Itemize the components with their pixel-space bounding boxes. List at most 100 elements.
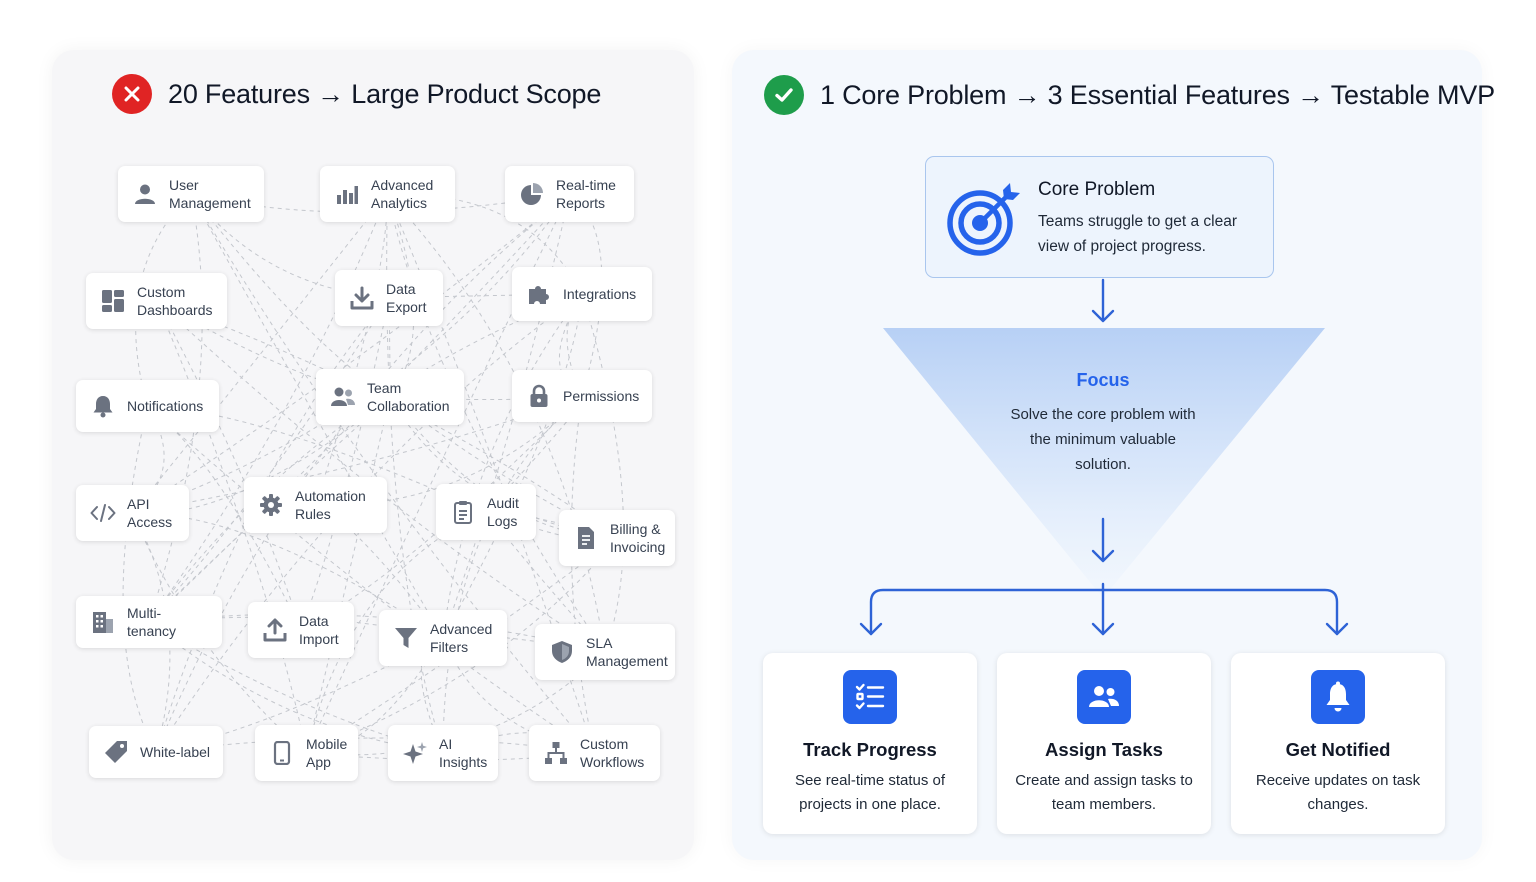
feature-label: Multi-tenancy xyxy=(127,605,177,639)
feature-label: Data Import xyxy=(299,613,339,647)
feature-label: Advanced Filters xyxy=(430,621,493,655)
feature-label: White-label xyxy=(140,744,211,760)
feature-card-track-progress: Track Progress See real-time status of p… xyxy=(763,653,977,834)
connection-line xyxy=(386,193,444,754)
team-icon xyxy=(330,384,356,410)
feature-card-mobile-app: Mobile App xyxy=(255,725,358,781)
feature-card-get-notified: Get Notified Receive updates on task cha… xyxy=(1231,653,1445,834)
connection-line xyxy=(387,193,606,653)
feature-label: Advanced Analytics xyxy=(371,177,434,211)
feature-card-notifications: Notifications xyxy=(76,380,219,432)
feature-label: User Management xyxy=(169,177,251,211)
feature-label: Custom Dashboards xyxy=(137,284,213,318)
feature-card-advanced-filters: Advanced Filters xyxy=(379,610,507,666)
connection-line xyxy=(148,193,388,623)
connection-line xyxy=(190,193,595,754)
connection-line xyxy=(155,297,390,753)
feature-card-custom-workflows: Custom Workflows xyxy=(529,725,660,781)
connection-line xyxy=(132,193,570,514)
feature-title: Track Progress xyxy=(803,739,937,760)
feature-label: AI Insights xyxy=(439,736,488,770)
feature-card-team-collaboration: Team Collaboration xyxy=(316,369,464,425)
connection-line xyxy=(387,193,606,653)
puzzle-icon xyxy=(526,281,552,307)
connection-line xyxy=(156,300,302,631)
connection-line xyxy=(306,651,606,756)
branch-arrow-left xyxy=(859,622,883,636)
check-circle-icon xyxy=(764,75,804,115)
core-problem-text: Teams struggle to get a clear view of pr… xyxy=(1038,213,1238,255)
feature-label: Custom Workflows xyxy=(580,736,645,770)
feature-label: Integrations xyxy=(563,286,637,302)
connection-line xyxy=(315,395,583,506)
feature-card-advanced-analytics: Advanced Analytics xyxy=(320,166,455,222)
download-icon xyxy=(349,285,375,311)
feature-title: Get Notified xyxy=(1285,739,1391,760)
upload-icon xyxy=(262,617,288,643)
feature-label: Billing & Invoicing xyxy=(610,521,666,555)
feature-label: Data Export xyxy=(386,281,427,315)
feature-card-assign-tasks: Assign Tasks Create and assign tasks to … xyxy=(997,653,1211,834)
connection-line xyxy=(315,193,389,506)
branch-arrow-right xyxy=(1325,622,1349,636)
feature-card-integrations: Integrations xyxy=(512,267,652,321)
connection-line xyxy=(132,193,388,514)
connection-line xyxy=(155,737,595,754)
left-title: 20 Features → Large Product Scope xyxy=(112,74,601,114)
phone-icon xyxy=(269,740,295,766)
connection-line xyxy=(306,511,487,754)
checklist-icon xyxy=(843,670,897,724)
feature-title: Assign Tasks xyxy=(1045,739,1163,760)
feature-card-custom-dashboards: Custom Dashboards xyxy=(86,273,227,329)
feature-card-billing-invoicing: Billing & Invoicing xyxy=(559,510,675,566)
building-icon xyxy=(90,609,116,635)
bar-chart-icon xyxy=(334,181,360,207)
workflow-icon xyxy=(543,740,569,766)
connection-line xyxy=(132,512,307,754)
bell-icon xyxy=(1311,670,1365,724)
feature-label: Mobile App xyxy=(306,736,348,770)
focus-title: Focus xyxy=(1076,370,1130,390)
right-title-text: 1 Core Problem → 3 Essential Features → … xyxy=(820,79,1495,110)
connection-line xyxy=(156,300,307,754)
feature-label: Permissions xyxy=(563,388,640,404)
connection-line xyxy=(442,193,570,639)
feature-label: Audit Logs xyxy=(487,495,519,529)
target-icon xyxy=(947,183,1020,256)
feature-description: See real-time status of projects in one … xyxy=(794,772,946,813)
tag-icon xyxy=(103,739,129,765)
left-title-text: 20 Features → Large Product Scope xyxy=(168,78,602,109)
bell-icon xyxy=(90,393,116,419)
connection-line xyxy=(148,621,444,754)
connection-line xyxy=(442,293,583,639)
pie-chart-icon xyxy=(519,181,545,207)
lock-icon xyxy=(526,383,552,409)
sparkle-icon xyxy=(402,740,428,766)
feature-card-data-import: Data Import xyxy=(248,602,354,658)
connection-line xyxy=(442,395,583,754)
connection-line xyxy=(156,300,606,653)
filter-icon xyxy=(393,625,419,651)
right-title: 1 Core Problem → 3 Essential Features → … xyxy=(764,75,1495,115)
core-problem-title: Core Problem xyxy=(1038,179,1156,200)
feature-card-api-access: API Access xyxy=(76,485,189,541)
clipboard-icon xyxy=(450,499,476,525)
feature-card-automation-rules: Automation Rules xyxy=(244,477,387,533)
connection-line xyxy=(306,396,391,754)
feature-description: Receive updates on task changes. xyxy=(1255,772,1421,813)
feature-card-white-label: White-label xyxy=(89,726,223,778)
connection-line xyxy=(132,193,570,514)
dashboard-icon xyxy=(100,288,126,314)
gear-icon xyxy=(258,492,284,518)
feature-card-user-management: User Management xyxy=(118,166,264,222)
connection-line xyxy=(306,193,570,754)
feature-card-permissions: Permissions xyxy=(512,370,652,422)
feature-label: Automation Rules xyxy=(295,488,366,522)
feature-description: Create and assign tasks to team members. xyxy=(1015,772,1193,813)
feature-card-data-export: Data Export xyxy=(335,270,443,326)
feature-label: SLA Management xyxy=(586,635,668,669)
connection-line xyxy=(190,193,444,639)
code-icon xyxy=(90,500,116,526)
focus-text: Solve the core problem with the minimum … xyxy=(1010,406,1196,473)
